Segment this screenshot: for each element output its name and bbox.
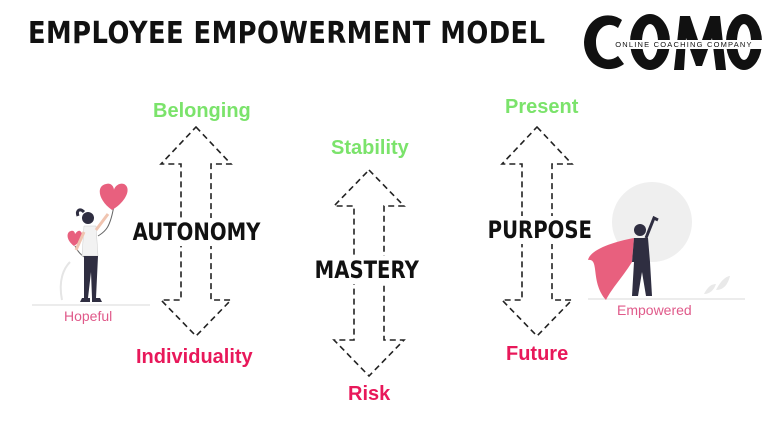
double-arrow-mastery <box>332 168 406 378</box>
empowered-figure <box>588 182 745 300</box>
dimension-mastery: MASTERY <box>313 256 421 284</box>
purpose-bottom-pole: Future <box>506 343 569 365</box>
dimension-purpose: PURPOSE <box>486 216 594 244</box>
mastery-bottom-pole: Risk <box>348 383 391 405</box>
hopeful-figure <box>32 183 150 306</box>
dimension-autonomy: AUTONOMY <box>131 218 263 246</box>
logo-tagline: ONLINE COACHING COMPANY <box>602 40 766 49</box>
double-arrow-purpose <box>500 125 574 338</box>
empowered-label: Empowered <box>617 302 692 318</box>
autonomy-bottom-pole: Individuality <box>136 346 253 368</box>
autonomy-top-pole: Belonging <box>153 100 251 122</box>
page-title: EMPLOYEE EMPOWERMENT MODEL <box>28 16 546 51</box>
mastery-top-pole: Stability <box>331 137 409 159</box>
purpose-top-pole: Present <box>505 96 579 118</box>
hopeful-label: Hopeful <box>64 308 113 324</box>
double-arrow-autonomy <box>159 125 233 338</box>
